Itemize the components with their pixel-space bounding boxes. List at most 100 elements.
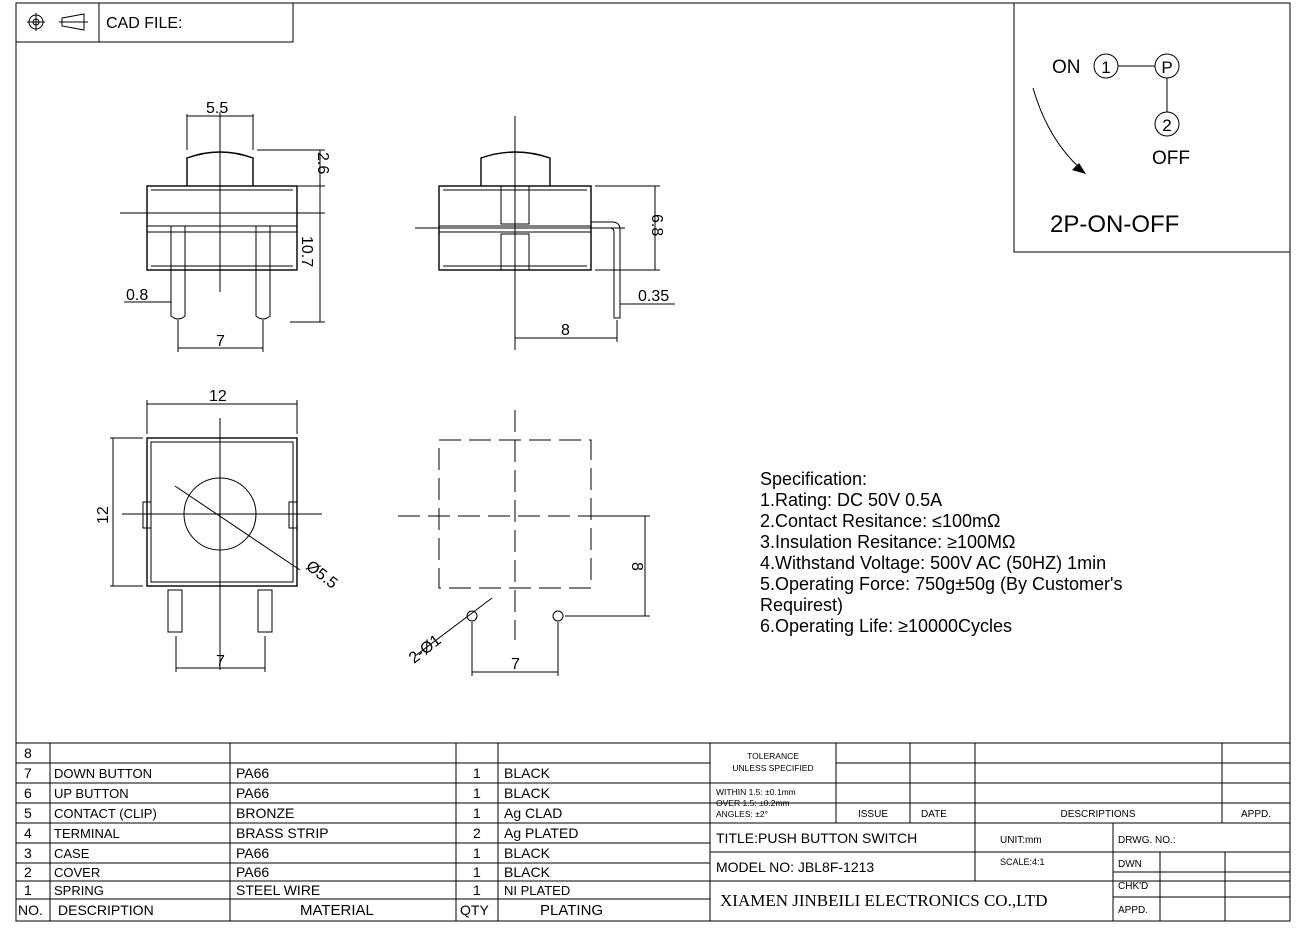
- bom-table: 8 7 DOWN BUTTON PA66 1 BLACK 6 UP BUTTON…: [16, 742, 1290, 921]
- bom-material: BRASS STRIP: [236, 825, 329, 841]
- dim-front-button: 2.6: [314, 152, 331, 174]
- dim-top-height: 12: [95, 506, 112, 524]
- bom-material: PA66: [236, 785, 269, 801]
- top-view: Ø5.5 12 12 7: [95, 388, 340, 672]
- dim-top-button: Ø5.5: [303, 558, 341, 593]
- bom-qty: 1: [473, 785, 481, 801]
- tolerance-within: WITHIN 1.5: ±0.1mm: [716, 787, 796, 797]
- bom-desc: COVER: [54, 865, 100, 880]
- bom-qty: 2: [473, 825, 481, 841]
- bom-desc: CASE: [54, 846, 90, 861]
- dim-pcb-pitch-x: 7: [511, 656, 520, 673]
- bom-plating: Ag CLAD: [504, 805, 562, 821]
- title-block: TOLERANCE UNLESS SPECIFIED WITHIN 1.5: ±…: [710, 743, 1290, 921]
- model-number: MODEL NO: JBL8F-1213: [716, 859, 874, 875]
- bom-plating: BLACK: [504, 864, 551, 880]
- dim-top-pitch: 7: [216, 653, 225, 670]
- bom-no: 3: [24, 845, 32, 861]
- bom-no: 7: [24, 765, 32, 781]
- header-box: CAD FILE:: [15, 2, 294, 43]
- company-name: XIAMEN JINBEILI ELECTRONICS CO.,LTD: [720, 891, 1048, 910]
- bom-plating: BLACK: [504, 785, 551, 801]
- bom-material: STEEL WIRE: [236, 882, 320, 898]
- tolerance-sub-label: UNLESS SPECIFIED: [732, 763, 813, 773]
- spec-line-6: Requirest): [760, 595, 843, 615]
- dim-pcb-hole: 2-Ø1: [406, 632, 445, 667]
- bom-qty: 1: [473, 864, 481, 880]
- bom-header-desc: DESCRIPTION: [58, 902, 154, 918]
- bom-header-qty: QTY: [460, 902, 489, 918]
- bom-no: 6: [24, 785, 32, 801]
- projection-symbol-icon: [27, 13, 88, 31]
- appd-label: APPD.: [1118, 905, 1148, 916]
- bom-desc: TERMINAL: [54, 826, 120, 841]
- schematic-on-label: ON: [1052, 57, 1081, 78]
- dim-front-width: 5.5: [206, 100, 228, 117]
- bom-desc: DOWN BUTTON: [54, 766, 152, 781]
- unit-label: UNIT:mm: [1000, 835, 1042, 846]
- drawing-title: TITLE:PUSH BUTTON SWITCH: [716, 830, 917, 846]
- pcb-layout-view: 7 8 2-Ø1: [398, 410, 650, 676]
- descriptions-header: DESCRIPTIONS: [1060, 809, 1135, 820]
- dim-front-pin: 0.8: [126, 287, 148, 304]
- bom-no: 2: [24, 864, 32, 880]
- tolerance-label: TOLERANCE: [747, 751, 799, 761]
- dim-side-pin: 0.35: [638, 288, 669, 305]
- bom-material: PA66: [236, 845, 269, 861]
- pcb-hole-right: [552, 610, 564, 622]
- scale-label: SCALE:4:1: [1000, 857, 1045, 867]
- bom-header-plating: PLATING: [540, 902, 603, 919]
- schematic-pin-2: 2: [1162, 116, 1171, 135]
- schematic-off-label: OFF: [1152, 148, 1190, 169]
- spec-line-5: 5.Operating Force: 750g±50g (By Customer…: [760, 574, 1123, 594]
- bom-qty: 1: [473, 765, 481, 781]
- tolerance-over: OVER 1.5: ±0.2mm: [716, 798, 790, 808]
- bom-desc: CONTACT (CLIP): [54, 806, 157, 821]
- bom-material: PA66: [236, 864, 269, 880]
- bom-plating: BLACK: [504, 845, 551, 861]
- bom-plating: NI PLATED: [504, 883, 570, 898]
- bom-desc: SPRING: [54, 883, 104, 898]
- specification-block: Specification: 1.Rating: DC 50V 0.5A 2.C…: [760, 469, 1123, 636]
- spec-line-4: 4.Withstand Voltage: 500V AC (50HZ) 1min: [760, 553, 1106, 573]
- cad-file-label: CAD FILE:: [106, 15, 182, 32]
- dim-side-offset: 8: [561, 322, 570, 339]
- spec-title: Specification:: [760, 469, 867, 489]
- bom-qty: 1: [473, 882, 481, 898]
- schematic-box: ON 1 P 2 OFF 2P-ON-OFF: [1013, 3, 1290, 253]
- sheet-border: [15, 2, 1291, 922]
- front-view: 5.5 2.6 10.7 0.8 7: [120, 100, 331, 352]
- bom-header-no: NO.: [18, 902, 43, 918]
- schematic-type-label: 2P-ON-OFF: [1050, 211, 1179, 238]
- bom-plating: BLACK: [504, 765, 551, 781]
- spec-line-1: 1.Rating: DC 50V 0.5A: [760, 490, 942, 510]
- chkd-label: CHK'D: [1118, 881, 1148, 892]
- bom-no: 4: [24, 825, 32, 841]
- dim-side-height: 6.8: [648, 214, 665, 236]
- spec-line-3: 3.Insulation Resitance: ≥100MΩ: [760, 532, 1015, 552]
- dwn-label: DWN: [1118, 859, 1142, 870]
- spec-line-7: 6.Operating Life: ≥10000Cycles: [760, 616, 1012, 636]
- appd-header: APPD.: [1241, 809, 1271, 820]
- issue-header: ISSUE: [858, 809, 888, 820]
- arrow-head-icon: [1072, 163, 1086, 174]
- tolerance-angles: ANGLES: ±2°: [716, 809, 768, 819]
- bom-no: 1: [24, 882, 32, 898]
- dim-front-pitch: 7: [216, 333, 225, 350]
- spec-line-2: 2.Contact Resitance: ≤100mΩ: [760, 511, 1000, 531]
- bom-desc: UP BUTTON: [54, 786, 129, 801]
- bom-header-material: MATERIAL: [300, 902, 374, 919]
- side-view: 6.8 0.35 8: [415, 116, 675, 350]
- bom-material: PA66: [236, 765, 269, 781]
- bom-no: 5: [24, 805, 32, 821]
- switch-arrow-icon: [1032, 87, 1083, 171]
- dim-pcb-pitch-y: 8: [628, 562, 645, 571]
- schematic-pin-1: 1: [1101, 58, 1110, 77]
- date-header: DATE: [921, 809, 947, 820]
- drwg-no-label: DRWG. NO.:: [1118, 835, 1176, 846]
- schematic-pin-p: P: [1161, 58, 1172, 77]
- bom-qty: 1: [473, 845, 481, 861]
- bom-material: BRONZE: [236, 805, 294, 821]
